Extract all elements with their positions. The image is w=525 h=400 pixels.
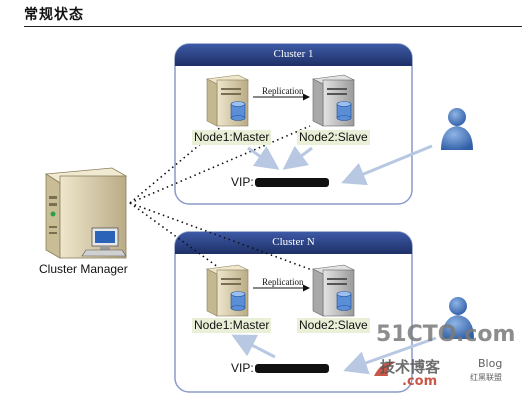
cluster-n-slave-label: Node2:Slave <box>297 318 370 333</box>
cluster-n-vip-label: VIP: <box>231 361 329 375</box>
vip-arrow-na <box>231 334 276 359</box>
cluster-n-master-label: Node1:Master <box>192 318 272 333</box>
cluster-n-slave-server-icon <box>311 264 356 317</box>
watermark-slogan: 技术博客 <box>380 358 441 376</box>
cluster-1-vip-label: VIP: <box>231 175 329 189</box>
redacted-ip <box>254 364 329 374</box>
cluster-n-replication-label: Replication <box>262 277 304 287</box>
title-divider <box>24 26 522 27</box>
database-icon <box>336 291 352 311</box>
watermark-brand: 红黑联盟 <box>470 373 502 382</box>
database-icon <box>230 291 246 311</box>
user-arrow-n <box>343 336 437 375</box>
workstation-icon <box>81 227 127 257</box>
watermark-swoosh <box>374 361 396 376</box>
user-icon <box>442 297 474 339</box>
cluster-manager-label: Cluster Manager <box>39 262 128 276</box>
watermark-domain: .com <box>402 374 438 389</box>
cluster-n-title: Cluster N <box>272 236 315 248</box>
database-icon <box>336 101 352 121</box>
cluster-1-slave-server-icon <box>311 74 356 127</box>
watermark-blog: Blog <box>478 357 503 370</box>
vip-arrow-1b <box>282 145 313 170</box>
cluster-n-master-server-icon <box>205 264 250 317</box>
cluster-1-replication-label: Replication <box>262 86 304 96</box>
database-icon <box>230 101 246 121</box>
cluster-1-slave-label: Node2:Slave <box>297 130 370 145</box>
page-title: 常规状态 <box>24 7 84 23</box>
cluster-1-master-label: Node1:Master <box>192 130 272 145</box>
cluster-1-master-server-icon <box>205 74 250 127</box>
watermark-51cto: 51CTO.com <box>376 322 516 347</box>
redacted-ip <box>254 178 329 188</box>
vip-arrow-1a <box>247 146 280 170</box>
user-arrow-1 <box>341 144 433 186</box>
user-icon <box>441 108 473 150</box>
cluster-1-title: Cluster 1 <box>273 48 314 60</box>
